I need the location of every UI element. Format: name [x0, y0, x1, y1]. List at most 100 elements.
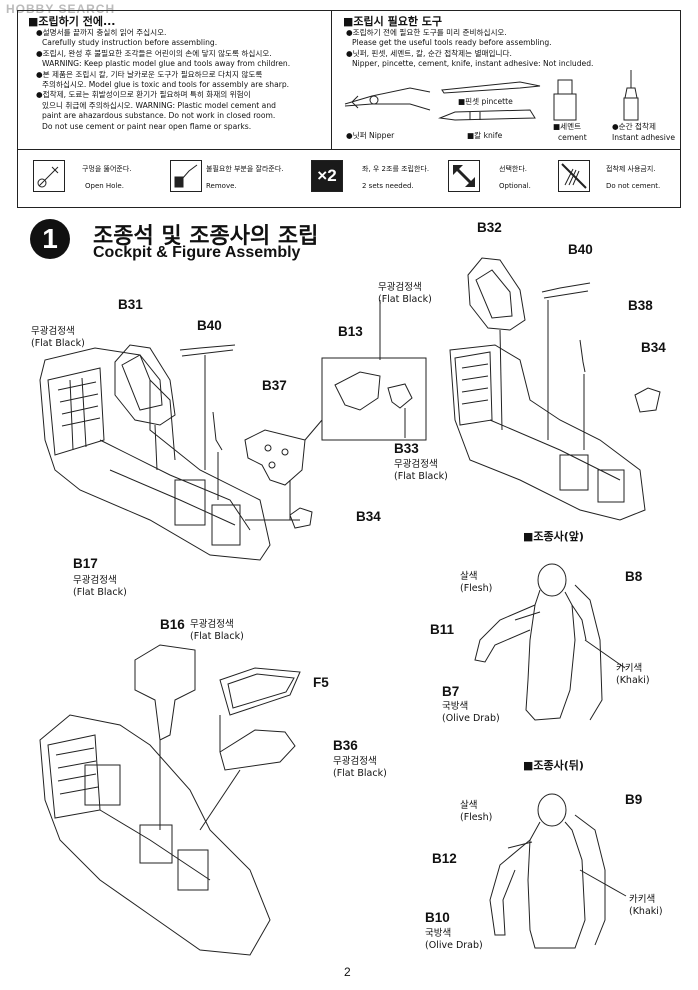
cockpit-right-drawing — [449, 344, 646, 521]
color-flat-black-ko: 무광검정색 — [378, 282, 422, 293]
watermark: HOBBY SEARCH — [6, 2, 116, 16]
before-assembly-text: ●설명서를 끝까지 충실히 읽어 주십시오. Carefully study i… — [36, 28, 290, 132]
symbol-en: 2 sets needed. — [362, 182, 414, 190]
color-khaki-ko: 카키색 — [629, 894, 656, 905]
label-b8: B8 — [625, 569, 643, 584]
part-b40-left-drawing — [179, 344, 236, 357]
part-b34-right-drawing — [634, 387, 661, 413]
color-flesh-ko: 살색 — [460, 800, 478, 811]
label-b17: B17 — [73, 556, 98, 571]
before-line: Do not use cement or paint near open fla… — [42, 121, 252, 131]
cement-label-en: cement — [558, 133, 587, 142]
symbol-ko: 구멍을 뚫어준다. — [82, 165, 132, 173]
instant-label-en: Instant adhesive — [612, 133, 676, 142]
detail-box-drawing — [304, 300, 427, 441]
seat-b32-drawing — [467, 257, 526, 431]
label-b7: B7 — [442, 684, 460, 699]
tools-title: ■조립시 필요한 도구 — [343, 15, 443, 28]
label-b10: B10 — [425, 910, 450, 925]
before-line: paint are ahazardous substance. Do not w… — [42, 111, 276, 121]
label-f5: F5 — [313, 675, 329, 690]
pincette-label: ■핀셋 pincette — [458, 97, 513, 106]
tools-line: ●조립하기 전에 필요한 도구를 미리 준비하십시오. — [346, 28, 507, 37]
label-b16: B16 — [160, 617, 185, 632]
cockpit-main-drawing — [39, 347, 271, 561]
label-b9: B9 — [625, 792, 643, 807]
symbol-ko: 선택한다. — [499, 165, 527, 173]
before-line: ●조립시, 완성 후 불필요한 조각들은 어린이의 손에 닿지 않도록 하십시오… — [36, 48, 272, 58]
info-box — [17, 10, 681, 150]
label-b36: B36 — [333, 738, 358, 753]
pilot-rear-drawing — [489, 793, 627, 949]
label-b32: B32 — [477, 220, 502, 235]
step-number: 1 — [30, 219, 70, 259]
color-flat-black-ko: 무광검정색 — [394, 459, 438, 470]
color-flesh-en: (Flesh) — [460, 583, 493, 594]
before-line: ●접착제, 도료는 휘발성이므로 환기가 필요하며 특히 화재의 위험이 — [36, 90, 251, 100]
knife-label: ■칼 knife — [467, 131, 503, 140]
color-flesh-ko: 살색 — [460, 571, 478, 582]
optional-icon — [448, 160, 480, 192]
color-khaki-en: (Khaki) — [629, 906, 663, 917]
tools-text: ●조립하기 전에 필요한 도구를 미리 준비하십시오. Please get t… — [346, 28, 593, 70]
part-b34-left-drawing — [289, 507, 313, 529]
before-line: ●설명서를 끝까지 충실히 읽어 주십시오. — [36, 28, 167, 37]
nipper-label: ●닛퍼 Nipper — [346, 131, 395, 140]
label-b34-right: B34 — [641, 340, 666, 355]
tools-line: Nipper, pincette, cement, knife, instant… — [352, 59, 594, 69]
cement-label-ko: ■세멘트 — [553, 122, 582, 131]
before-line: ●본 제품은 조립시 칼, 기타 날카로운 도구가 필요하므로 다치지 않도록 — [36, 69, 263, 79]
color-flesh-en: (Flesh) — [460, 812, 493, 823]
symbol-ko: 불필요한 부분을 잘라준다. — [206, 165, 284, 173]
no-cement-icon — [558, 160, 590, 192]
before-line: WARNING: Keep plastic model glue and too… — [42, 59, 291, 69]
part-b37-drawing — [212, 411, 223, 451]
label-b37: B37 — [262, 378, 287, 393]
cockpit-lower-drawing — [39, 714, 271, 956]
remove-icon — [170, 160, 202, 192]
color-flat-black-en: (Flat Black) — [31, 338, 85, 349]
before-line: 주의하십시오. Model glue is toxic and tools fo… — [42, 80, 290, 90]
symbol-en: Do not cement. — [606, 182, 661, 190]
label-b40-right: B40 — [568, 242, 593, 257]
pilot-front-title: ■조종사(앞) — [523, 530, 584, 543]
color-flat-black-ko: 무광검정색 — [31, 326, 75, 337]
color-flat-black-en: (Flat Black) — [394, 471, 448, 482]
part-b40-right-drawing — [541, 282, 591, 299]
open-hole-icon — [33, 160, 65, 192]
pilot-front-drawing — [474, 563, 626, 721]
symbol-ko: 접착제 사용금지. — [606, 165, 656, 173]
symbol-legend — [17, 148, 681, 208]
windshield-f5-drawing — [219, 667, 301, 752]
color-flat-black-ko: 무광검정색 — [333, 756, 377, 767]
color-flat-black-ko: 무광검정색 — [190, 619, 234, 630]
before-assembly-title: ■조립하기 전에... — [28, 15, 116, 28]
label-b13: B13 — [338, 324, 363, 339]
symbol-en: Optional. — [499, 182, 531, 190]
step-title-en: Cockpit & Figure Assembly — [93, 244, 301, 261]
info-box-divider — [331, 10, 332, 149]
before-line: 있으니 취급에 주의하십시오. WARNING: Plastic model c… — [42, 100, 276, 110]
color-olive-en: (Olive Drab) — [442, 713, 500, 724]
color-flat-black-en: (Flat Black) — [73, 587, 127, 598]
part-b38-drawing — [579, 339, 586, 373]
step-title-ko: 조종석 및 조종사의 조립 — [93, 224, 319, 249]
symbol-ko: 좌, 우 2조를 조립한다. — [362, 165, 430, 173]
label-b38: B38 — [628, 298, 653, 313]
color-flat-black-en: (Flat Black) — [378, 294, 432, 305]
color-olive-ko: 국방색 — [425, 928, 452, 939]
before-line: Carefully study instruction before assem… — [42, 38, 218, 48]
color-olive-en: (Olive Drab) — [425, 940, 483, 951]
label-b12: B12 — [432, 851, 457, 866]
page-number: 2 — [344, 965, 351, 979]
label-b34-left: B34 — [356, 509, 381, 524]
tools-line: Please get the useful tools ready before… — [352, 38, 552, 48]
seat-b31-drawing — [114, 344, 176, 471]
label-b40-left: B40 — [197, 318, 222, 333]
part-b36-drawing — [199, 729, 296, 831]
label-b31: B31 — [118, 297, 143, 312]
color-flat-black-en: (Flat Black) — [333, 768, 387, 779]
pilot-rear-title: ■조종사(뒤) — [523, 759, 584, 772]
color-flat-black-ko: 무광검정색 — [73, 575, 117, 586]
instant-label-ko: ●순간 접착제 — [612, 122, 656, 131]
